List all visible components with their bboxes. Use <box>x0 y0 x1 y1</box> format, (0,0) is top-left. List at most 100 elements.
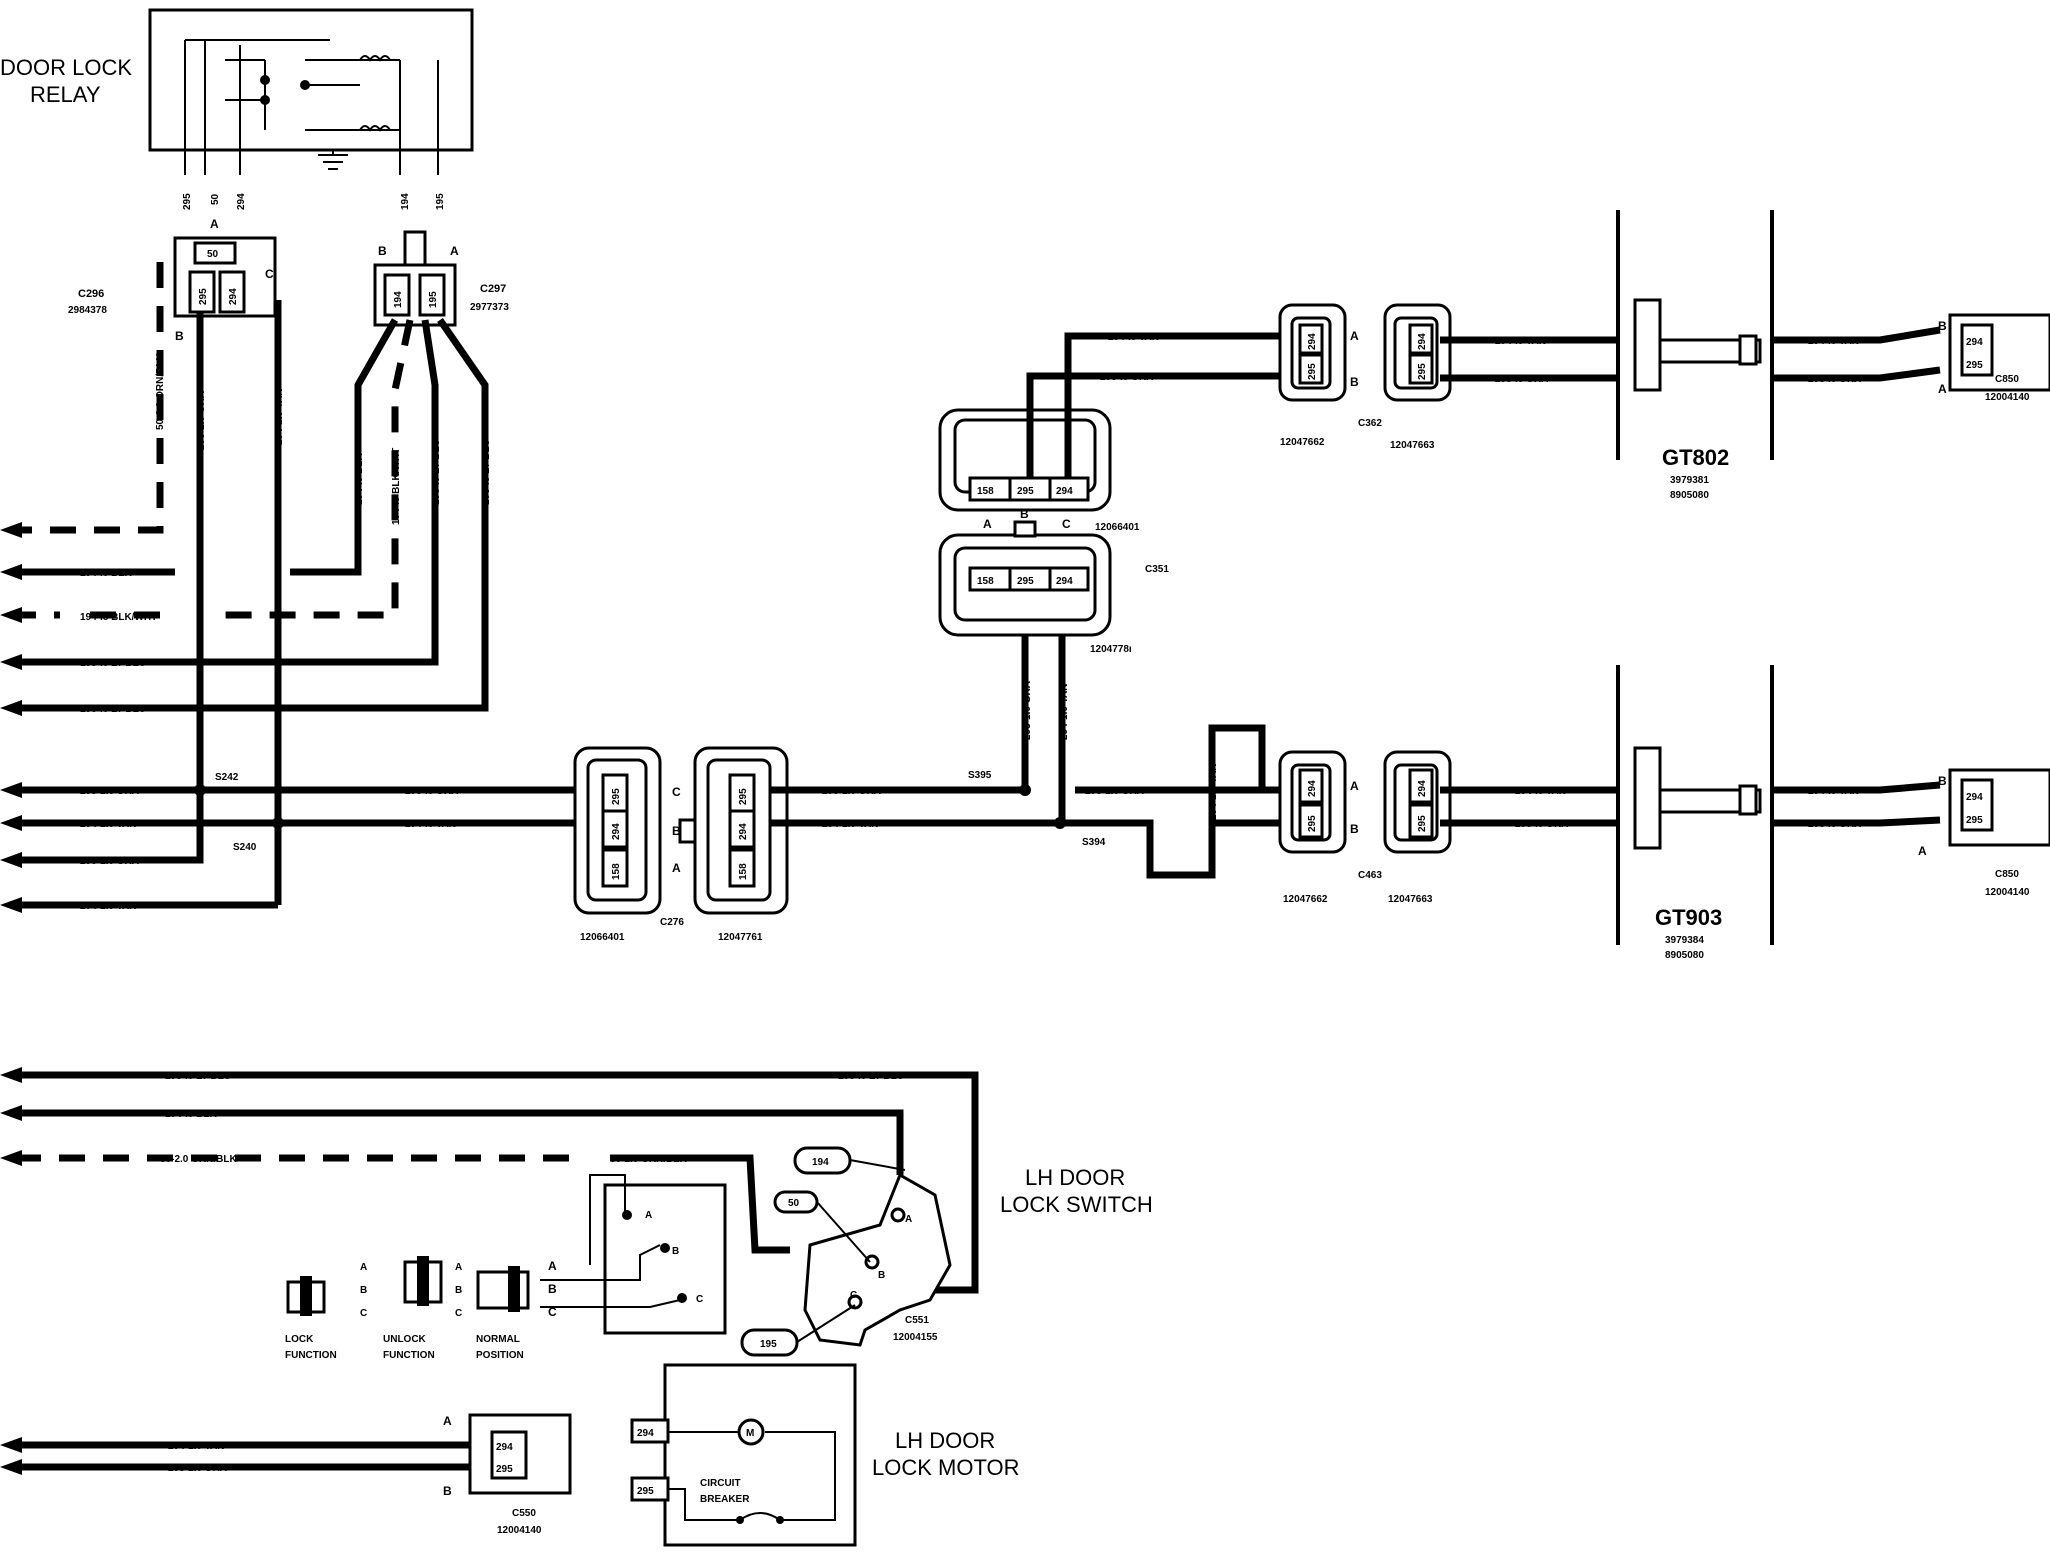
motor-box <box>663 1363 857 1547</box>
gt903-num1: 3979384 <box>1665 935 1704 946</box>
schem-pin-b: B <box>672 1246 679 1257</box>
c296-label: C296 <box>78 288 104 300</box>
h295-8-gra: 295-.8 GRA <box>405 786 458 797</box>
c296-pin-c: C <box>265 267 274 281</box>
door-lock-relay: DOOR LOCK RELAY 295 50 294 194 195 <box>0 8 474 210</box>
wire-top-294 <box>1064 332 1290 478</box>
c463-pin-b: B <box>1350 822 1359 836</box>
c351-part-number: 1204778ı <box>1090 644 1132 655</box>
c463-part-b: 12047663 <box>1388 894 1433 905</box>
relay-pin-294: 294 <box>236 193 247 210</box>
lock-c: C <box>360 1308 367 1319</box>
normal-pin-a: A <box>548 1259 557 1273</box>
c463-part-a: 12047662 <box>1283 894 1328 905</box>
sw-195-r-label: 195-.8 LT BLU <box>838 1071 904 1082</box>
top-294-label: 294-.8 TAN <box>1108 332 1159 343</box>
c463b-294: 294 <box>1417 780 1428 797</box>
switch-tag-194: 194 <box>812 1157 829 1168</box>
h295-gra-out: 295-1.0 GRA <box>80 786 139 797</box>
c297-label: C297 <box>480 283 506 295</box>
bot-294-r-label: 294-.8 TAN <box>1515 786 1566 797</box>
c362b-294: 294 <box>1417 333 1428 350</box>
c276-pin-b: B <box>672 824 681 838</box>
switch-pin-b: B <box>878 1270 885 1281</box>
c463-pin-a: A <box>1350 779 1359 793</box>
c850u-294: 294 <box>1966 337 1983 348</box>
h194-blkwht: 194-.8 BLK/WHT <box>80 612 157 623</box>
c276-pin-a: A <box>672 861 681 875</box>
c850u-label: C850 <box>1995 374 2019 385</box>
c276-part-a: 12066401 <box>580 932 625 943</box>
top-295-label: 295-.8 GRA <box>1100 372 1153 383</box>
connector-c276: 295 294 158 295 294 158 C B A 12066401 C… <box>573 746 789 943</box>
bfar-295-label: 295-.8 GRA <box>1808 819 1861 830</box>
h195-ltblu-1: 195-.8 LT BLU <box>80 658 146 669</box>
motor-tag-294: 294 <box>637 1428 654 1439</box>
c351-cavity-294: 294 <box>1056 576 1073 587</box>
c550-pin-b: B <box>443 1484 452 1498</box>
lh-door-lock-motor-section: 294-1.0 TAN 295-1.0 GRA 294 295 A B C550… <box>0 1363 1020 1547</box>
sw-50-r-label: 50-2.0 ORN/BLK <box>610 1154 687 1165</box>
c550-294: 294 <box>496 1442 513 1453</box>
c362-pin-a: A <box>1350 329 1359 343</box>
wire-far-294 <box>1772 326 1941 344</box>
v294-tan-loop: 294-1.0 TAN <box>1208 763 1219 820</box>
h295-gra-s395: 295-1.0 GRA <box>1085 786 1144 797</box>
splice-s242: S242 <box>215 772 239 783</box>
sw-194-label: 194-.8 BLK <box>165 1109 217 1120</box>
lh-switch-title-line2: LOCK SWITCH <box>1000 1192 1153 1217</box>
c362b-295: 295 <box>1417 363 1428 380</box>
lh-door-lock-switch-section: 195-.8 LT BLU 195-.8 LT BLU 194-.8 BLK 5… <box>0 1067 1153 1361</box>
c276b-cavity-295: 295 <box>738 788 749 805</box>
sw-50-label: 50-2.0 ORN/BLK <box>160 1154 237 1165</box>
sw-195-label: 195-.8 LT BLU <box>165 1071 231 1082</box>
connector-c550: 294 295 A B C550 12004140 <box>443 1413 572 1536</box>
c297-part-number: 2977373 <box>470 302 509 313</box>
wire-50-orn-label: 50-2.0 ORN/BLK <box>155 353 166 430</box>
schem-pin-a: A <box>645 1210 652 1221</box>
normal-position-symbol: NORMAL POSITION <box>476 1266 530 1361</box>
lh-motor-title-line1: LH DOOR <box>895 1428 995 1453</box>
c850u-pin-b: B <box>1938 319 1947 333</box>
relay-pin-194: 194 <box>400 193 411 210</box>
c463-label: C463 <box>1358 870 1382 881</box>
gt802-label: GT802 <box>1662 445 1729 470</box>
c550-part: 12004140 <box>497 1525 542 1536</box>
far-295-label: 295-.8 GRA <box>1808 374 1861 385</box>
wire-195-ltblu-label-1: 195-.8 LT BLU <box>431 439 442 505</box>
c296-pin-a: A <box>210 217 219 231</box>
relay-ground-icon <box>318 150 348 170</box>
lock-a: A <box>360 1262 367 1273</box>
lh-switch-title-line1: LH DOOR <box>1025 1165 1125 1190</box>
svg-text:M: M <box>746 1428 754 1439</box>
c296-cavity-295: 295 <box>198 288 209 305</box>
unlock-function-symbol: A B C UNLOCK FUNCTION <box>383 1256 462 1361</box>
unlock-label-2: FUNCTION <box>383 1350 435 1361</box>
connector-c463: 294 295 A B 294 295 C463 12047662 120476… <box>1278 750 1452 905</box>
c351-pin-c: C <box>1062 517 1071 531</box>
h194-blk: 194-.8 BLK <box>80 568 132 579</box>
c362a-294: 294 <box>1307 333 1318 350</box>
c296-cavity-50: 50 <box>207 249 219 260</box>
unlock-a: A <box>455 1262 462 1273</box>
c463a-294: 294 <box>1307 780 1318 797</box>
relay-box <box>148 8 474 152</box>
h294-10-tan-r: 294-1.0 TAN <box>822 819 879 830</box>
relay-pin-50: 50 <box>210 193 221 205</box>
mot-295-label: 295-1.0 GRA <box>168 1463 227 1474</box>
c551-part: 12004155 <box>893 1332 938 1343</box>
unlock-c: C <box>455 1308 462 1319</box>
grommet-gt802: GT802 3979381 8905080 <box>1616 210 1774 501</box>
c463a-295: 295 <box>1307 815 1318 832</box>
switch-pin-a: A <box>905 1214 912 1225</box>
schem-pin-c: C <box>696 1294 703 1305</box>
h195-ltblu-2: 195-.8 LT BLU <box>80 704 146 715</box>
c850l-part: 12004140 <box>1985 887 2030 898</box>
c850u-295: 295 <box>1966 360 1983 371</box>
c351-pin-a: A <box>983 517 992 531</box>
connector-c296: 50 295 294 A B C C296 2984378 <box>68 217 277 343</box>
c276a-cavity-295: 295 <box>611 788 622 805</box>
c550-label: C550 <box>512 1508 536 1519</box>
connector-c850-lower: 294 295 B A C850 12004140 <box>1918 768 2050 898</box>
c850l-294: 294 <box>1966 792 1983 803</box>
